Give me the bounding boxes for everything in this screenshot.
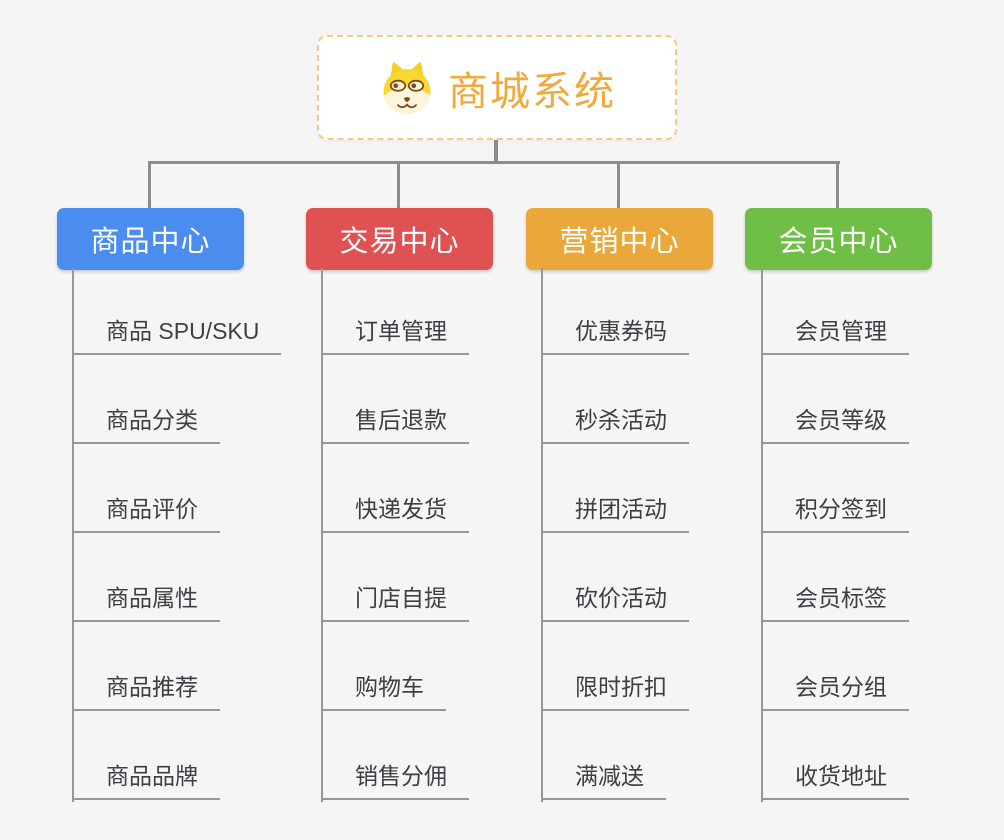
leaf-node[interactable]: 满减送 [541,758,666,800]
leaf-node[interactable]: 快递发货 [321,491,469,533]
spine-member-center [761,268,763,802]
leaf-node[interactable]: 订单管理 [321,313,469,355]
leaf-node[interactable]: 会员标签 [761,580,909,622]
leaf-node[interactable]: 拼团活动 [541,491,689,533]
connector-horizontal [148,161,840,164]
root-title: 商城系统 [448,69,616,114]
leaf-node[interactable]: 商品推荐 [72,669,220,711]
connector-drop-trade [397,161,400,210]
leaf-node[interactable]: 门店自提 [321,580,469,622]
spine-product-center [72,268,74,802]
leaf-node[interactable]: 积分签到 [761,491,909,533]
leaf-node[interactable]: 会员等级 [761,402,909,444]
leaf-node[interactable]: 购物车 [321,669,446,711]
branch-node-trade-center[interactable]: 交易中心 [306,208,493,270]
leaf-node[interactable]: 售后退款 [321,402,469,444]
connector-drop-marketing [617,161,620,210]
leaf-node[interactable]: 收货地址 [761,758,909,800]
leaf-node[interactable]: 优惠券码 [541,313,689,355]
leaf-node[interactable]: 秒杀活动 [541,402,689,444]
leaf-node[interactable]: 商品品牌 [72,758,220,800]
connector-root-drop [494,140,498,164]
connector-drop-member [836,161,839,210]
branch-node-product-center[interactable]: 商品中心 [57,208,244,270]
leaf-node[interactable]: 会员管理 [761,313,909,355]
leaf-node[interactable]: 限时折扣 [541,669,689,711]
leaf-node[interactable]: 砍价活动 [541,580,689,622]
leaf-node[interactable]: 销售分佣 [321,758,469,800]
leaf-node[interactable]: 会员分组 [761,669,909,711]
root-node[interactable]: 商城系统 [317,35,677,140]
branch-node-marketing-center[interactable]: 营销中心 [526,208,713,270]
spine-marketing-center [541,268,543,802]
leaf-node[interactable]: 商品评价 [72,491,220,533]
branch-node-member-center[interactable]: 会员中心 [745,208,932,270]
spine-trade-center [321,268,323,802]
leaf-node[interactable]: 商品属性 [72,580,220,622]
dog-face-icon [378,61,436,115]
connector-drop-product [148,161,151,210]
leaf-node[interactable]: 商品分类 [72,402,220,444]
leaf-node[interactable]: 商品 SPU/SKU [72,313,282,355]
